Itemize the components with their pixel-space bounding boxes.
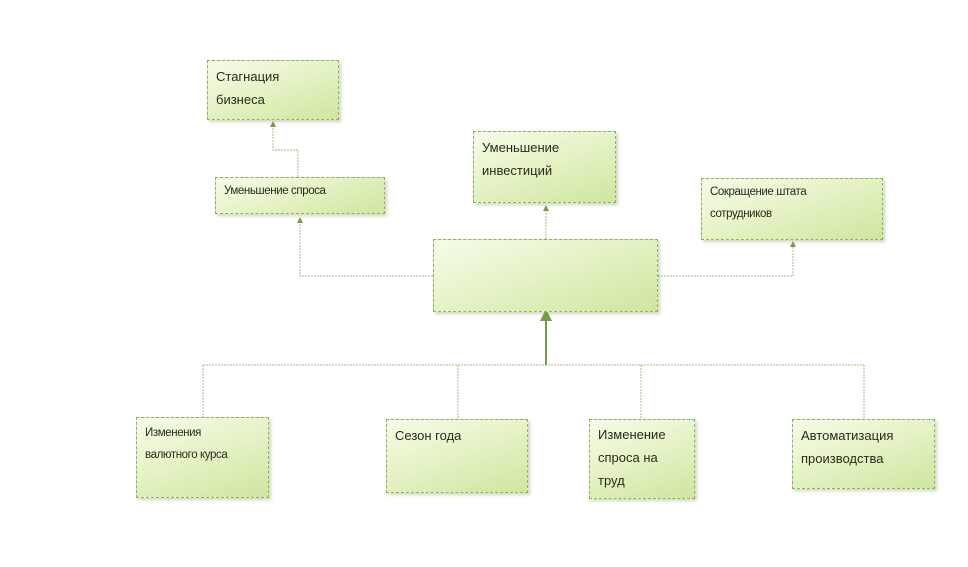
effect-connectors [270, 121, 796, 277]
node-automation: Автоматизация производства [792, 419, 935, 489]
node-automation-label: Автоматизация производства [801, 428, 894, 466]
arrow-to-stagnation [270, 121, 299, 177]
node-investment-decrease: Уменьшение инвестиций [473, 131, 616, 203]
node-season: Сезон года [386, 419, 528, 493]
node-currency-change: Изменения валютного курса [136, 417, 269, 498]
node-currency-change-label: Изменения валютного курса [145, 427, 228, 461]
node-demand-decrease: Уменьшение спроса [215, 177, 385, 214]
node-stagnation: Стагнация бизнеса [207, 60, 339, 120]
node-investment-decrease-label: Уменьшение инвестиций [482, 140, 560, 178]
arrow-to-staff-reduction [658, 241, 796, 277]
node-labor-demand: Изменение спроса на труд [589, 419, 695, 499]
node-labor-demand-label: Изменение спроса на труд [598, 427, 666, 488]
node-stagnation-label: Стагнация бизнеса [216, 69, 280, 107]
node-demand-decrease-label: Уменьшение спроса [224, 185, 326, 197]
arrow-to-demand-decrease [297, 217, 433, 277]
cause-connectors [202, 364, 865, 419]
node-staff-reduction-label: Сокращение штата сотрудников [710, 186, 807, 220]
node-staff-reduction: Сокращение штата сотрудников [701, 178, 883, 240]
node-center [433, 239, 658, 312]
node-season-label: Сезон года [395, 428, 462, 443]
